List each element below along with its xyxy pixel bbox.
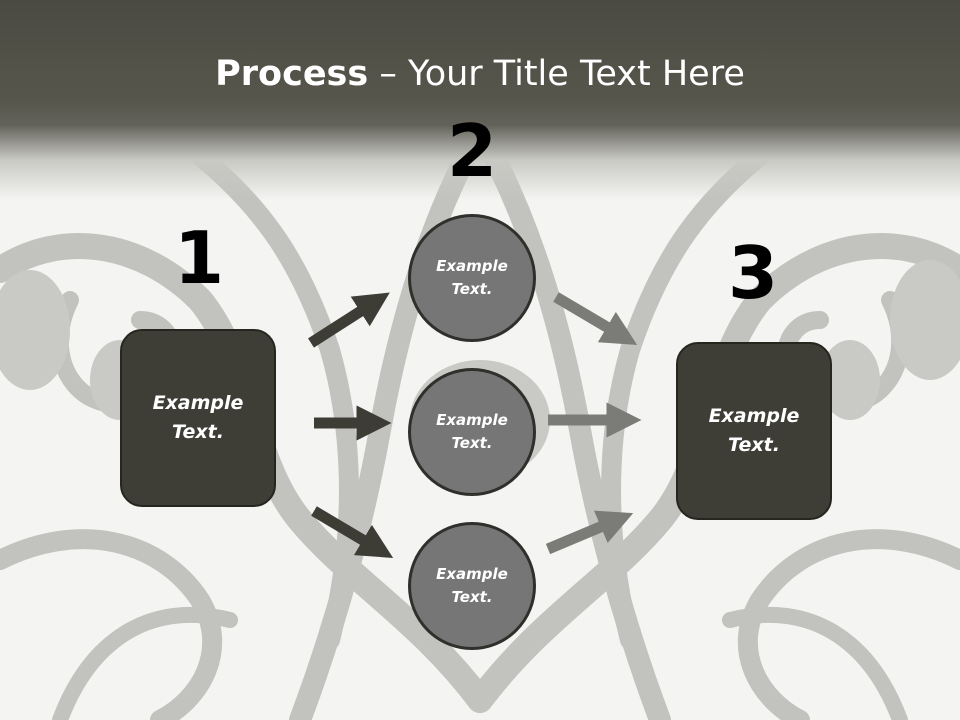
arrow-1-to-bottom (311, 506, 394, 558)
step-1-label: Example Text. (152, 392, 244, 443)
slide-title: Process – Your Title Text Here (0, 52, 960, 96)
step-3-box: Example Text. (676, 342, 832, 520)
arrow-bottom-to-3 (545, 510, 634, 555)
step-2-label-bottom: Example Text. (436, 565, 508, 606)
step-2-label-top: Example Text. (436, 257, 508, 298)
step-3-label: Example Text. (708, 405, 800, 456)
step-2-circle-middle: Example Text. (408, 368, 536, 496)
title-bold: Process (215, 54, 369, 94)
title-band (0, 0, 960, 200)
step-number-3: 3 (727, 231, 779, 315)
step-1-box: Example Text. (120, 329, 276, 507)
step-2-circle-bottom: Example Text. (408, 522, 536, 650)
step-number-2: 2 (446, 109, 498, 193)
arrow-1-to-top (308, 292, 390, 348)
arrow-top-to-3 (553, 292, 638, 345)
step-2-circle-top: Example Text. (408, 214, 536, 342)
step-2-label-middle: Example Text. (436, 411, 508, 452)
title-rest: – Your Title Text Here (368, 54, 745, 94)
step-number-1: 1 (173, 216, 225, 300)
